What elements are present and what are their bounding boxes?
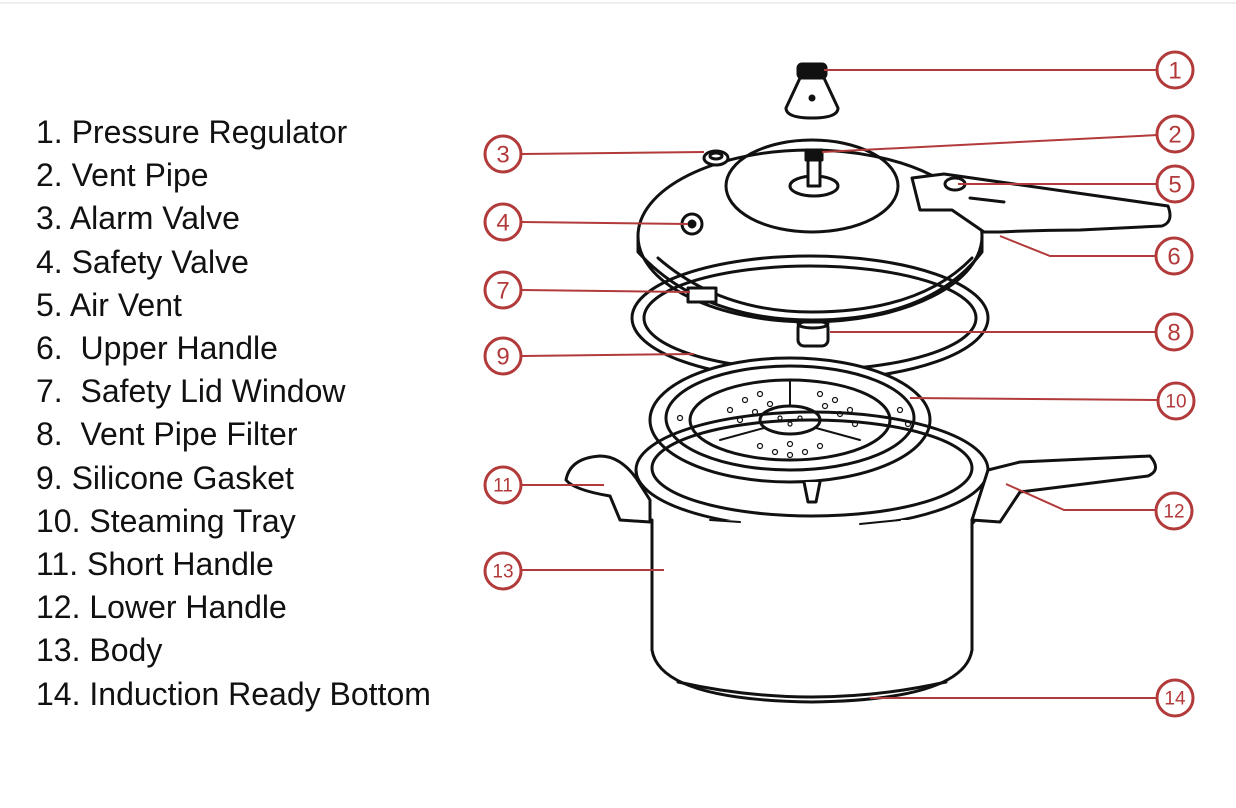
legend-item: 8. Vent Pipe Filter (36, 416, 298, 453)
legend-item: 1. Pressure Regulator (36, 114, 348, 150)
upper-handle-drawing (910, 172, 1172, 234)
legend-item: 13. Body (36, 632, 163, 669)
legend-item: 14. Induction Ready Bottom (36, 675, 431, 712)
legend-item: 2. Vent Pipe (36, 157, 209, 194)
legend-item: 6. Upper Handle (36, 330, 278, 367)
callout-label-6: 6 (1167, 244, 1180, 271)
callout-leaders (521, 69, 1159, 699)
legend-item: 7. Safety Lid Window (36, 373, 346, 410)
callout-label-14: 14 (1164, 689, 1186, 710)
callout-label-2: 2 (1168, 122, 1181, 149)
lid-drawing (636, 138, 984, 348)
legend-item: 9. Silicone Gasket (36, 459, 294, 496)
legend-item: 5. Air Vent (36, 286, 182, 323)
callout-label-11: 11 (493, 476, 513, 497)
legend-item: 12. Lower Handle (36, 589, 287, 626)
callout-label-10: 10 (1165, 392, 1186, 413)
parts-legend: 1. Pressure Regulator 2. Vent Pipe 3. Al… (36, 111, 431, 716)
legend-item: 11. Short Handle (36, 546, 274, 583)
short-handle-drawing (564, 454, 652, 524)
top-divider (0, 2, 1236, 4)
legend-item: 3. Alarm Valve (36, 200, 240, 237)
legend-item: 10. Steaming Tray (36, 502, 296, 539)
callout-label-13: 13 (492, 562, 513, 583)
pot-drawing (634, 410, 990, 704)
callout-label-5: 5 (1168, 172, 1181, 199)
callout-label-12: 12 (1163, 502, 1184, 523)
callout-label-1: 1 (1168, 58, 1181, 85)
callout-label-3: 3 (496, 142, 509, 169)
callout-circles (483, 50, 1196, 718)
callout-label-4: 4 (496, 210, 509, 237)
legend-item: 4. Safety Valve (36, 243, 249, 280)
lower-handle-drawing (970, 454, 1157, 524)
callout-label-7: 7 (496, 278, 509, 305)
callout-label-9: 9 (496, 344, 509, 371)
callout-label-8: 8 (1167, 320, 1180, 347)
pressure-regulator-drawing (784, 62, 840, 120)
